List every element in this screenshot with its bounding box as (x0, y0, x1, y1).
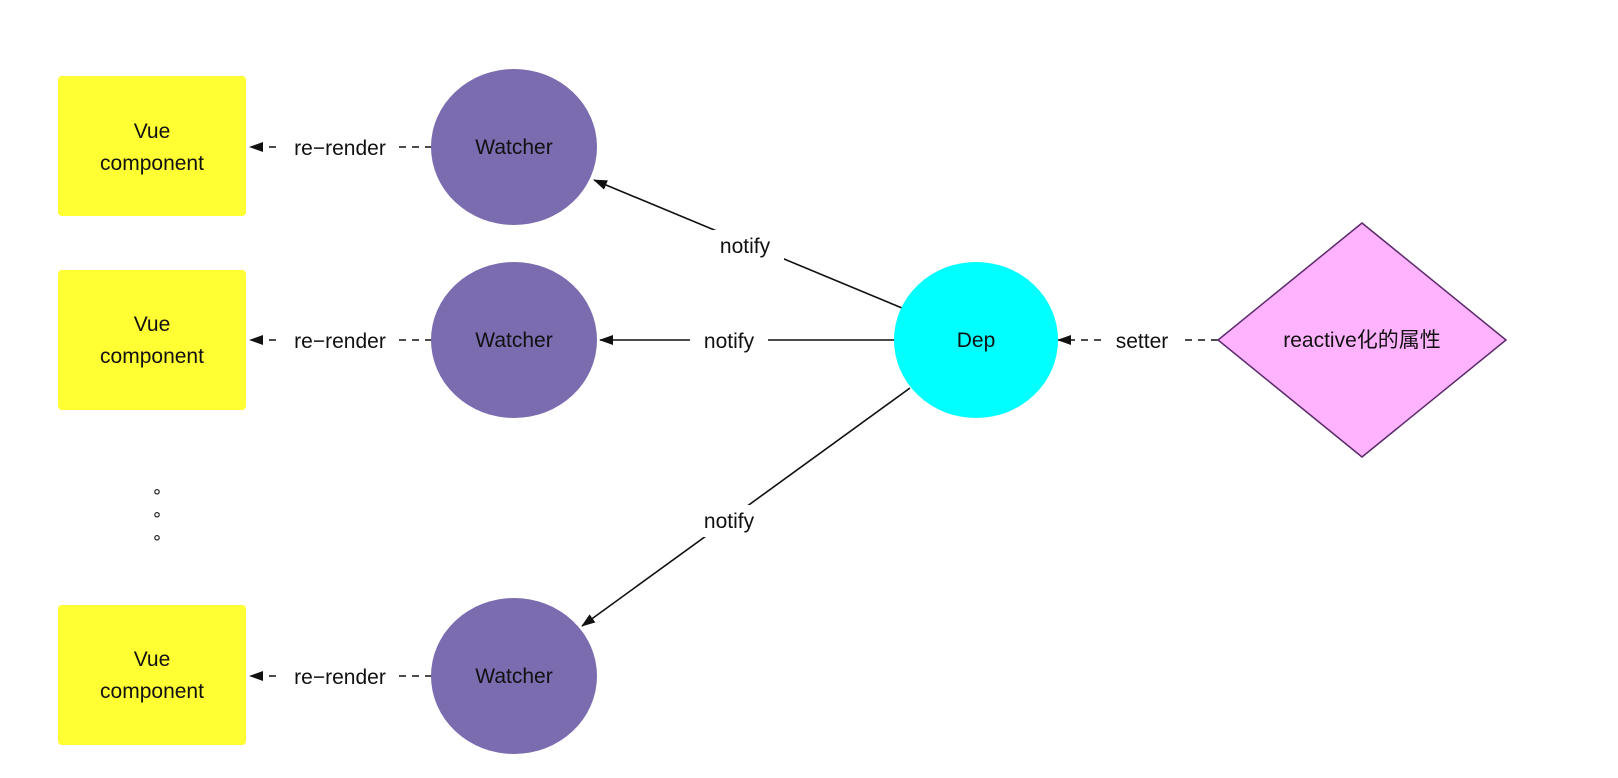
ellipsis-dot-2: ° (153, 509, 162, 530)
ellipsis-dot-3: ° (153, 532, 162, 553)
ellipsis: ° ° ° (153, 486, 162, 553)
watcher-bottom: Watcher (431, 598, 597, 754)
reactive-property-node: reactive化的属性 (1216, 222, 1508, 458)
edge-rerender-bottom-label-bg (282, 661, 398, 691)
watcher-top-label: Watcher (475, 136, 552, 159)
watcher-middle-circle (431, 262, 597, 418)
dep-label: Dep (957, 329, 996, 352)
vue-component-bottom-line2: component (100, 680, 204, 703)
edge-notify-top-label-bg (706, 230, 784, 262)
reactive-property-label: reactive化的属性 (1283, 329, 1441, 352)
vue-component-top-line2: component (100, 152, 204, 175)
watcher-bottom-circle (431, 598, 597, 754)
dep-circle (894, 262, 1058, 418)
edge-rerender-bottom: re−render (249, 661, 432, 691)
watcher-top: Watcher (431, 69, 597, 225)
edge-rerender-top: re−render (249, 132, 432, 162)
edge-notify-bottom-label-bg (690, 505, 768, 537)
edge-notify-top: notify (593, 179, 903, 309)
watcher-top-circle (431, 69, 597, 225)
vue-component-top-box (58, 76, 246, 216)
edge-notify-top-label: notify (720, 235, 771, 258)
vue-component-bottom: Vue component (58, 605, 246, 745)
ellipsis-dot-1: ° (153, 486, 162, 507)
vue-component-bottom-box (58, 605, 246, 745)
vue-component-top-line1: Vue (134, 120, 171, 143)
edge-setter: setter (1057, 325, 1218, 355)
vue-component-top: Vue component (58, 76, 246, 216)
watcher-bottom-label: Watcher (475, 665, 552, 688)
edge-rerender-middle-label: re−render (294, 330, 386, 353)
edge-notify-bottom: notify (581, 387, 911, 627)
vue-component-middle-box (58, 270, 246, 410)
edge-setter-label: setter (1116, 330, 1169, 353)
vue-component-middle: Vue component (58, 270, 246, 410)
edge-rerender-middle: re−render (249, 325, 432, 355)
edge-notify-bottom-label: notify (704, 510, 755, 533)
edge-notify-middle-label: notify (704, 330, 755, 353)
edge-notify-middle: notify (599, 324, 895, 356)
watcher-middle: Watcher (431, 262, 597, 418)
edge-rerender-top-label: re−render (294, 137, 386, 160)
vue-component-middle-line2: component (100, 345, 204, 368)
edge-rerender-bottom-label: re−render (294, 666, 386, 689)
dep-node: Dep (894, 262, 1058, 418)
vue-component-bottom-line1: Vue (134, 648, 171, 671)
edge-setter-label-bg (1102, 325, 1182, 355)
edge-rerender-middle-label-bg (282, 325, 398, 355)
edge-rerender-top-label-bg (282, 132, 398, 162)
reactive-property-diamond (1216, 222, 1508, 458)
edge-notify-middle-label-bg (690, 324, 768, 356)
watcher-middle-label: Watcher (475, 329, 552, 352)
vue-component-middle-line1: Vue (134, 313, 171, 336)
